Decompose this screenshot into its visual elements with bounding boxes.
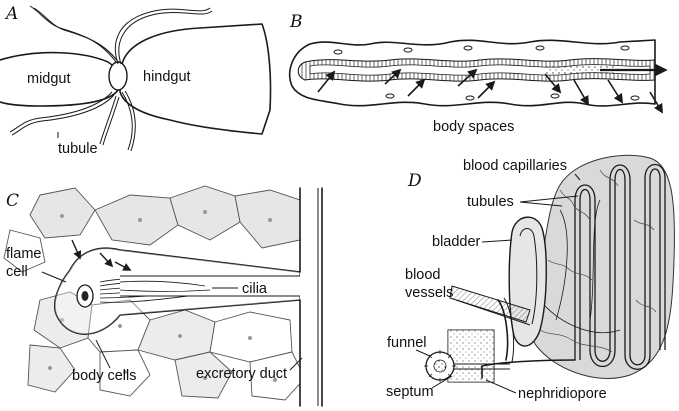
label-excretory-duct: excretory duct bbox=[196, 366, 287, 382]
panel-a: A midgut hindgut tubule bbox=[0, 4, 272, 157]
absorption-arrows bbox=[317, 63, 668, 114]
panel-d: D bbox=[386, 154, 675, 402]
flame-cell-body bbox=[54, 247, 301, 335]
label-tubule: tubule bbox=[58, 141, 98, 157]
body-wall-cells bbox=[333, 45, 640, 101]
label-hindgut: hindgut bbox=[143, 69, 191, 85]
leader-body-cells bbox=[95, 339, 111, 369]
inflow-arrows bbox=[71, 239, 132, 271]
leader-funnel bbox=[415, 349, 431, 357]
nephridiopore-duct bbox=[481, 359, 576, 379]
label-bladder: bladder bbox=[432, 234, 481, 250]
label-flame-line2: cell bbox=[6, 264, 28, 280]
septum bbox=[447, 329, 495, 383]
panel-b: B bbox=[288, 12, 668, 135]
leader-flame-cell bbox=[41, 271, 67, 283]
label-blood-line2: vessels bbox=[405, 285, 453, 301]
label-funnel: funnel bbox=[387, 335, 427, 351]
leader-tubules-1 bbox=[519, 201, 563, 207]
gut-junction bbox=[108, 61, 128, 91]
malpighian-tubules bbox=[9, 5, 213, 152]
tissue-nuclei bbox=[48, 210, 277, 382]
label-body-cells: body cells bbox=[72, 368, 136, 384]
panel-c: C bbox=[3, 185, 323, 407]
label-tubules: tubules bbox=[467, 194, 514, 210]
label-body-spaces: body spaces bbox=[433, 119, 514, 135]
blood-vessels bbox=[449, 285, 531, 363]
bladder bbox=[508, 216, 547, 347]
label-flame-line1: flame bbox=[6, 246, 41, 262]
leader-nephridiopore bbox=[485, 379, 517, 394]
leader-bladder bbox=[481, 239, 513, 243]
panel-b-letter: B bbox=[289, 12, 303, 32]
panel-c-letter: C bbox=[6, 191, 19, 211]
leader-septum bbox=[431, 375, 453, 389]
excretory-duct bbox=[299, 187, 323, 407]
leader-tubules-2 bbox=[519, 195, 579, 203]
capillary-network bbox=[527, 154, 675, 379]
panel-a-letter: A bbox=[4, 4, 18, 24]
gut-contents-stipple bbox=[545, 66, 615, 74]
label-blood-line1: blood bbox=[405, 267, 440, 283]
body-cells-tissue bbox=[3, 185, 306, 401]
hindgut-shape bbox=[119, 23, 272, 135]
label-midgut: midgut bbox=[27, 71, 71, 87]
label-cilia: cilia bbox=[242, 281, 268, 297]
nephridium-tubules bbox=[539, 163, 666, 370]
panel-d-letter: D bbox=[407, 171, 422, 191]
segmented-body-outline bbox=[288, 39, 656, 107]
leader-blood-capillaries bbox=[574, 173, 581, 181]
label-blood-capillaries: blood capillaries bbox=[463, 158, 567, 174]
leader-excretory-duct bbox=[289, 357, 303, 371]
label-nephridiopore: nephridiopore bbox=[518, 386, 607, 402]
capillary-squiggles bbox=[539, 169, 657, 353]
label-septum: septum bbox=[386, 384, 434, 400]
